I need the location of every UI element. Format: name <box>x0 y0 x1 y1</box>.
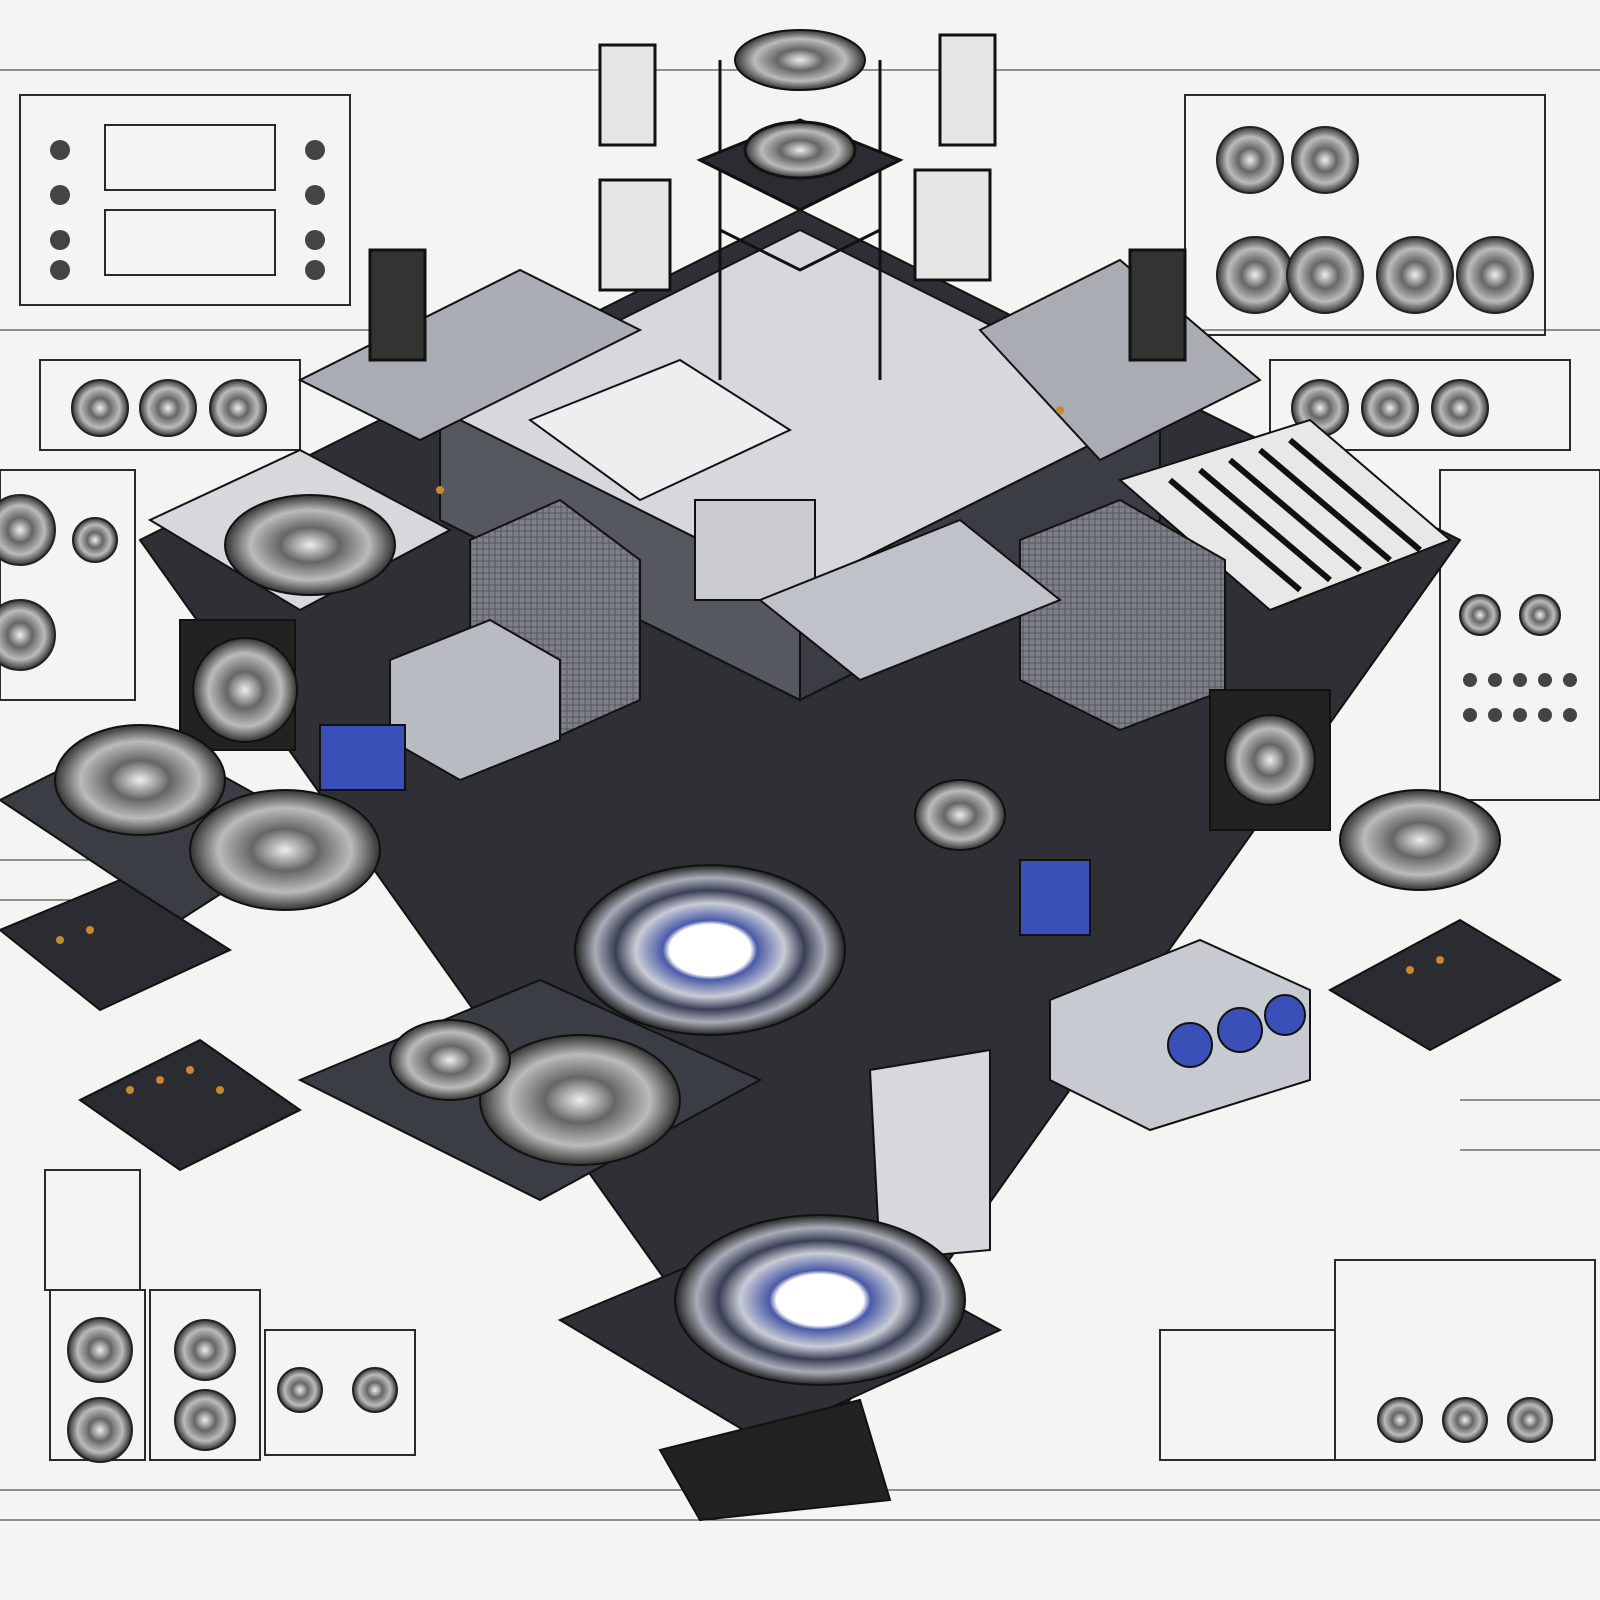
top-speaker-driver <box>734 29 866 91</box>
mixer-bottom <box>658 1398 892 1522</box>
control-panel <box>694 499 816 601</box>
woofer-left <box>192 637 298 743</box>
turntables <box>54 29 1501 1386</box>
amplifier-right <box>978 258 1262 462</box>
mixer-right <box>1327 918 1563 1052</box>
panel-top-left <box>19 94 351 306</box>
turntable-bottom-left <box>479 1034 681 1166</box>
screen-display-left <box>319 724 406 791</box>
screen-display-right <box>1019 859 1091 936</box>
panel-top-right <box>1184 94 1546 336</box>
turntable-left-2 <box>189 789 381 911</box>
top-tower <box>368 33 1187 380</box>
turntable-left-1 <box>54 724 226 836</box>
turntable-center <box>574 864 846 1036</box>
turntable-top-left <box>224 494 396 596</box>
mixer-left <box>0 878 233 1012</box>
panel-left-speakers <box>0 469 136 701</box>
woofer-right <box>1224 714 1316 806</box>
tower-unit <box>868 1048 991 1262</box>
amplifier-left <box>297 268 643 442</box>
mixer-bottom-left <box>78 1038 302 1172</box>
background-speaker-drivers <box>0 126 1561 1463</box>
panel-right-controls <box>1439 469 1600 801</box>
mixer-center <box>758 518 1062 682</box>
mixer-top <box>527 358 793 502</box>
turntable-right <box>1339 789 1501 891</box>
panel-speakers-left <box>39 359 301 451</box>
turntable-bottom <box>674 1214 966 1386</box>
orange-knobs <box>56 406 1444 1094</box>
small-knobs <box>50 140 1577 722</box>
